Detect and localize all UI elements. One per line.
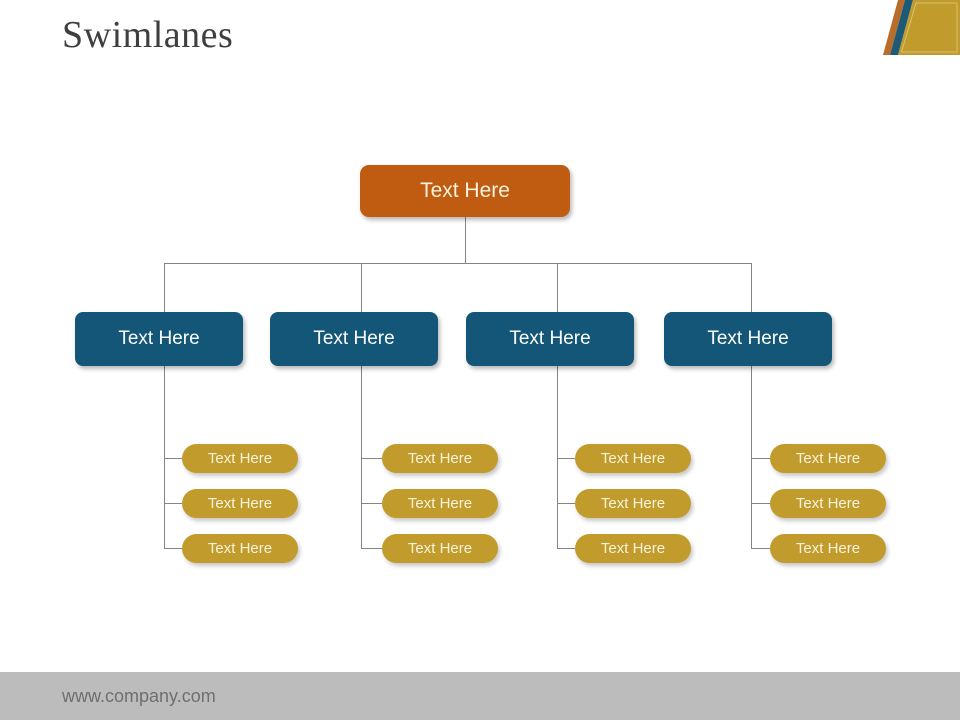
- root-node-label: Text Here: [420, 179, 510, 202]
- branch-node-4: Text Here: [664, 312, 832, 366]
- leaf-node: Text Here: [182, 489, 298, 518]
- branch-node-label: Text Here: [118, 328, 200, 349]
- branch-node-label: Text Here: [707, 328, 789, 349]
- connector-branch-2-vertical: [361, 263, 362, 549]
- leaf-node: Text Here: [182, 444, 298, 473]
- connector-bus: [164, 263, 752, 264]
- connector-leaf-stub: [361, 458, 382, 459]
- root-node: Text Here: [360, 165, 570, 217]
- connector-leaf-stub: [557, 503, 575, 504]
- leaf-node: Text Here: [382, 534, 498, 563]
- connector-branch-4-vertical: [751, 263, 752, 549]
- leaf-node: Text Here: [770, 534, 886, 563]
- leaf-node: Text Here: [575, 489, 691, 518]
- branch-node-2: Text Here: [270, 312, 438, 366]
- corner-teal-stripe: [890, 0, 913, 55]
- slide-title: Swimlanes: [62, 14, 234, 56]
- leaf-node: Text Here: [575, 534, 691, 563]
- connector-leaf-stub: [361, 548, 382, 549]
- connector-leaf-stub: [361, 503, 382, 504]
- connector-leaf-stub: [557, 458, 575, 459]
- corner-gold-shape: [898, 0, 960, 55]
- connector-branch-1-vertical: [164, 263, 165, 549]
- leaf-node: Text Here: [382, 489, 498, 518]
- branch-node-3: Text Here: [466, 312, 634, 366]
- connector-leaf-stub: [164, 503, 182, 504]
- corner-decoration: [883, 0, 960, 55]
- branch-node-label: Text Here: [313, 328, 395, 349]
- leaf-node: Text Here: [770, 489, 886, 518]
- leaf-node: Text Here: [770, 444, 886, 473]
- branch-node-label: Text Here: [509, 328, 591, 349]
- connector-leaf-stub: [557, 548, 575, 549]
- connector-leaf-stub: [751, 548, 770, 549]
- connector-root-stub: [465, 217, 466, 263]
- connector-leaf-stub: [751, 458, 770, 459]
- corner-orange-stripe: [883, 0, 905, 55]
- connector-leaf-stub: [751, 503, 770, 504]
- footer-bar: www.company.com: [0, 672, 960, 720]
- corner-gold-inner-border: [900, 2, 958, 53]
- leaf-node: Text Here: [575, 444, 691, 473]
- connector-leaf-stub: [164, 458, 182, 459]
- branch-node-1: Text Here: [75, 312, 243, 366]
- leaf-node: Text Here: [182, 534, 298, 563]
- connector-branch-3-vertical: [557, 263, 558, 549]
- connector-leaf-stub: [164, 548, 182, 549]
- footer-website: www.company.com: [62, 686, 216, 706]
- leaf-node: Text Here: [382, 444, 498, 473]
